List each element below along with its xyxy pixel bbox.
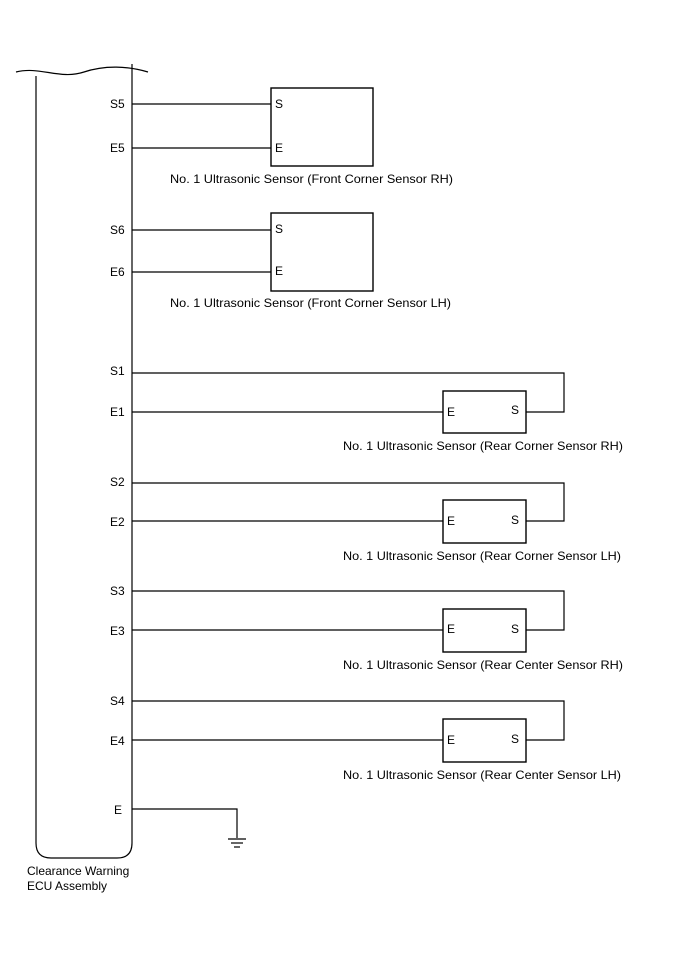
terminal-e5-label: E5 [110, 141, 125, 155]
sensor-pin-s: S [275, 222, 283, 236]
terminal-s6-label: S6 [110, 223, 125, 237]
sensor-box [442, 718, 527, 763]
sensor-label: No. 1 Ultrasonic Sensor (Rear Center Sen… [343, 658, 623, 672]
terminal-s3-label: S3 [110, 584, 125, 598]
ecu-label-line2: ECU Assembly [27, 879, 107, 893]
sensor-box [442, 390, 527, 434]
sensor-label: No. 1 Ultrasonic Sensor (Rear Corner Sen… [343, 549, 621, 563]
sensor-pin-e: E [447, 514, 455, 528]
sensor-label: No. 1 Ultrasonic Sensor (Front Corner Se… [170, 296, 451, 310]
wire-s1 [132, 372, 565, 413]
rear-sensor-corner-rh: S1 E1 E S No. 1 Ultrasonic Sensor (Rear … [110, 364, 623, 453]
sensor-pin-e: E [275, 141, 283, 155]
ground-connection: E [114, 803, 246, 848]
wire-s3 [132, 590, 565, 631]
sensor-pin-e: E [447, 733, 455, 747]
sensor-pin-s: S [511, 732, 519, 746]
sensor-pin-e: E [275, 264, 283, 278]
rear-sensor-center-lh: S4 E4 E S No. 1 Ultrasonic Sensor (Rear … [110, 694, 621, 782]
front-sensor-rh: S5 E5 S E No. 1 Ultrasonic Sensor (Front… [110, 87, 453, 186]
wire-s4 [132, 700, 565, 741]
sensor-box [270, 212, 374, 292]
terminal-s5-label: S5 [110, 97, 125, 111]
sensor-pin-s: S [511, 403, 519, 417]
rear-sensor-center-rh: S3 E3 E S No. 1 Ultrasonic Sensor (Rear … [110, 584, 623, 672]
terminal-s4-label: S4 [110, 694, 125, 708]
terminal-e3-label: E3 [110, 624, 125, 638]
ground-icon [228, 838, 246, 848]
ecu-assembly: Clearance Warning ECU Assembly [15, 64, 149, 893]
sensor-label: No. 1 Ultrasonic Sensor (Front Corner Se… [170, 172, 453, 186]
terminal-e1-label: E1 [110, 405, 125, 419]
ecu-torn-edge [15, 66, 149, 76]
sensor-pin-s: S [511, 513, 519, 527]
sensor-label: No. 1 Ultrasonic Sensor (Rear Corner Sen… [343, 439, 623, 453]
sensor-box [270, 87, 374, 167]
wire-ground [132, 808, 238, 838]
sensor-box [442, 608, 527, 653]
ecu-label-line1: Clearance Warning [27, 864, 129, 878]
sensor-pin-s: S [511, 622, 519, 636]
ecu-body-outline [35, 64, 133, 859]
terminal-s1-label: S1 [110, 364, 125, 378]
terminal-s2-label: S2 [110, 475, 125, 489]
sensor-pin-e: E [447, 622, 455, 636]
sensor-box [442, 499, 527, 544]
sensor-label: No. 1 Ultrasonic Sensor (Rear Center Sen… [343, 768, 621, 782]
sensor-pin-e: E [447, 405, 455, 419]
sensor-pin-s: S [275, 97, 283, 111]
terminal-e2-label: E2 [110, 515, 125, 529]
wire-s2 [132, 482, 565, 522]
terminal-e4-label: E4 [110, 734, 125, 748]
terminal-e-label: E [114, 803, 122, 817]
front-sensor-lh: S6 E6 S E No. 1 Ultrasonic Sensor (Front… [110, 212, 451, 310]
rear-sensor-corner-lh: S2 E2 E S No. 1 Ultrasonic Sensor (Rear … [110, 475, 621, 563]
terminal-e6-label: E6 [110, 265, 125, 279]
